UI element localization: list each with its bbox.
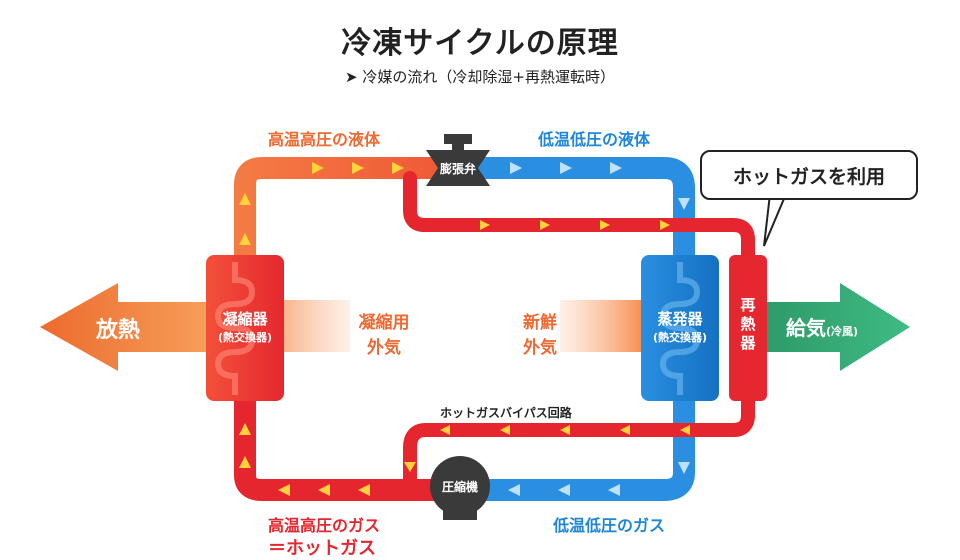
label-low-gas: 低温低圧のガス [553, 516, 666, 535]
evaporator-name: 蒸発器 [657, 310, 703, 328]
compressor-body [430, 456, 490, 516]
supply-air-note: (冷風) [826, 325, 859, 338]
fresh-air-line1: 新鮮 [523, 313, 557, 333]
label-condenser-air: 凝縮用 外気 [354, 308, 414, 358]
condenser-air-line2: 外気 [367, 338, 401, 358]
fresh-air-line2: 外気 [523, 338, 557, 358]
evaporator-subname: (熱交換器) [652, 331, 708, 344]
condenser-name: 凝縮器 [222, 310, 268, 328]
subtitle-marker-icon: ➤ [345, 68, 358, 86]
expansion-valve-label: 膨張弁 [439, 162, 476, 176]
supply-air-arrow [765, 283, 910, 371]
expansion-valve-body [426, 150, 490, 186]
label-supply-air: 給気(冷風) [786, 312, 858, 341]
condenser-pipe-lower [234, 384, 451, 501]
subtitle: ➤ 冷媒の流れ（冷却除湿+再熱運転時） [0, 66, 960, 87]
label-high-liquid: 高温高圧の液体 [268, 130, 381, 149]
fresh-air-band [560, 300, 645, 352]
hot-gas-bypass-pipe [403, 393, 755, 497]
evaporator-label: 蒸発器 (熱交換器) [641, 308, 719, 345]
heat-release-arrow [40, 283, 222, 371]
label-hot-gas-equals: ＝ホットガス [268, 538, 376, 559]
label-high-gas: 高温高圧のガス [268, 516, 381, 535]
label-hot-gas-bypass: ホットガスバイパス回路 [440, 406, 572, 420]
condenser-pipe-upper [234, 157, 451, 271]
condenser-subname: (熱交換器) [217, 331, 273, 344]
condenser-label: 凝縮器 (熱交換器) [206, 308, 284, 345]
hot-gas-callout: ホットガスを利用 [700, 150, 918, 200]
expansion-valve-cap [444, 134, 472, 144]
supply-air-text: 給気 [786, 316, 826, 340]
low-liquid-pipe [459, 157, 695, 266]
condenser-air-line1: 凝縮用 [358, 313, 410, 333]
label-low-liquid: 低温低圧の液体 [538, 130, 651, 149]
label-heat-release: 放熱 [96, 318, 141, 343]
reheater-label: 再 熱 器 [740, 296, 756, 352]
label-fresh-air: 新鮮 外気 [520, 308, 560, 358]
page-title: 冷凍サイクルの原理 [341, 26, 619, 61]
reheat-branch-pipe [403, 171, 755, 265]
reheater-box [729, 255, 767, 401]
compressor-label: 圧縮機 [441, 480, 478, 494]
subtitle-text: 冷媒の流れ（冷却除湿+再熱運転時） [362, 68, 615, 86]
